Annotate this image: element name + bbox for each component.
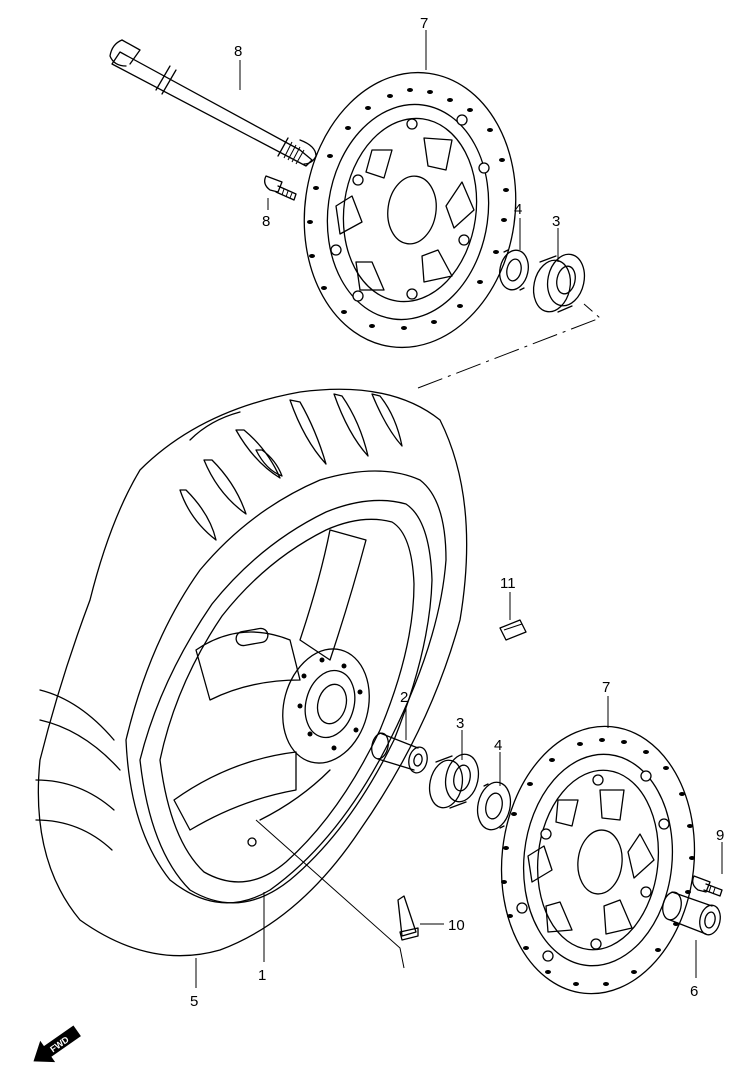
tire [35, 388, 468, 957]
callout-10: 10 [448, 917, 465, 934]
callout-4-lower: 4 [494, 737, 502, 754]
callout-7-upper: 7 [420, 15, 428, 32]
callout-11: 11 [500, 575, 516, 592]
brake-disc-upper [303, 71, 517, 349]
callout-8-lower: 9 [716, 827, 724, 844]
front-axle [109, 39, 317, 167]
bearing-lower [428, 753, 480, 809]
callouts: 8 7 8 4 3 11 7 2 3 4 9 10 1 6 5 [190, 15, 724, 1010]
leader-lines [195, 30, 723, 988]
callout-5: 8 [234, 43, 242, 60]
callout-4-upper: 4 [514, 201, 522, 218]
tire-valve [397, 895, 419, 941]
collar [662, 891, 721, 936]
oil-seal-lower [476, 781, 512, 831]
oil-seal-upper [499, 249, 529, 291]
callout-2: 2 [400, 689, 408, 706]
callout-6: 6 [690, 983, 698, 1000]
fwd-arrow-badge: FWD [33, 1025, 81, 1063]
callout-8-upper: 8 [262, 213, 270, 230]
spacer [371, 732, 428, 774]
brake-disc-lower [500, 725, 696, 995]
bearing-upper [532, 253, 586, 313]
axis-line-upper [417, 303, 601, 389]
callout-9: 5 [190, 993, 198, 1010]
callout-3-lower: 3 [456, 715, 464, 732]
callout-1: 1 [258, 967, 266, 984]
disc-bolt-lower [692, 875, 723, 897]
balancer-weight [499, 619, 527, 641]
callout-7-lower: 7 [602, 679, 610, 696]
callout-3-upper: 3 [552, 213, 560, 230]
wheel [139, 499, 433, 904]
disc-bolt-upper [264, 175, 297, 201]
